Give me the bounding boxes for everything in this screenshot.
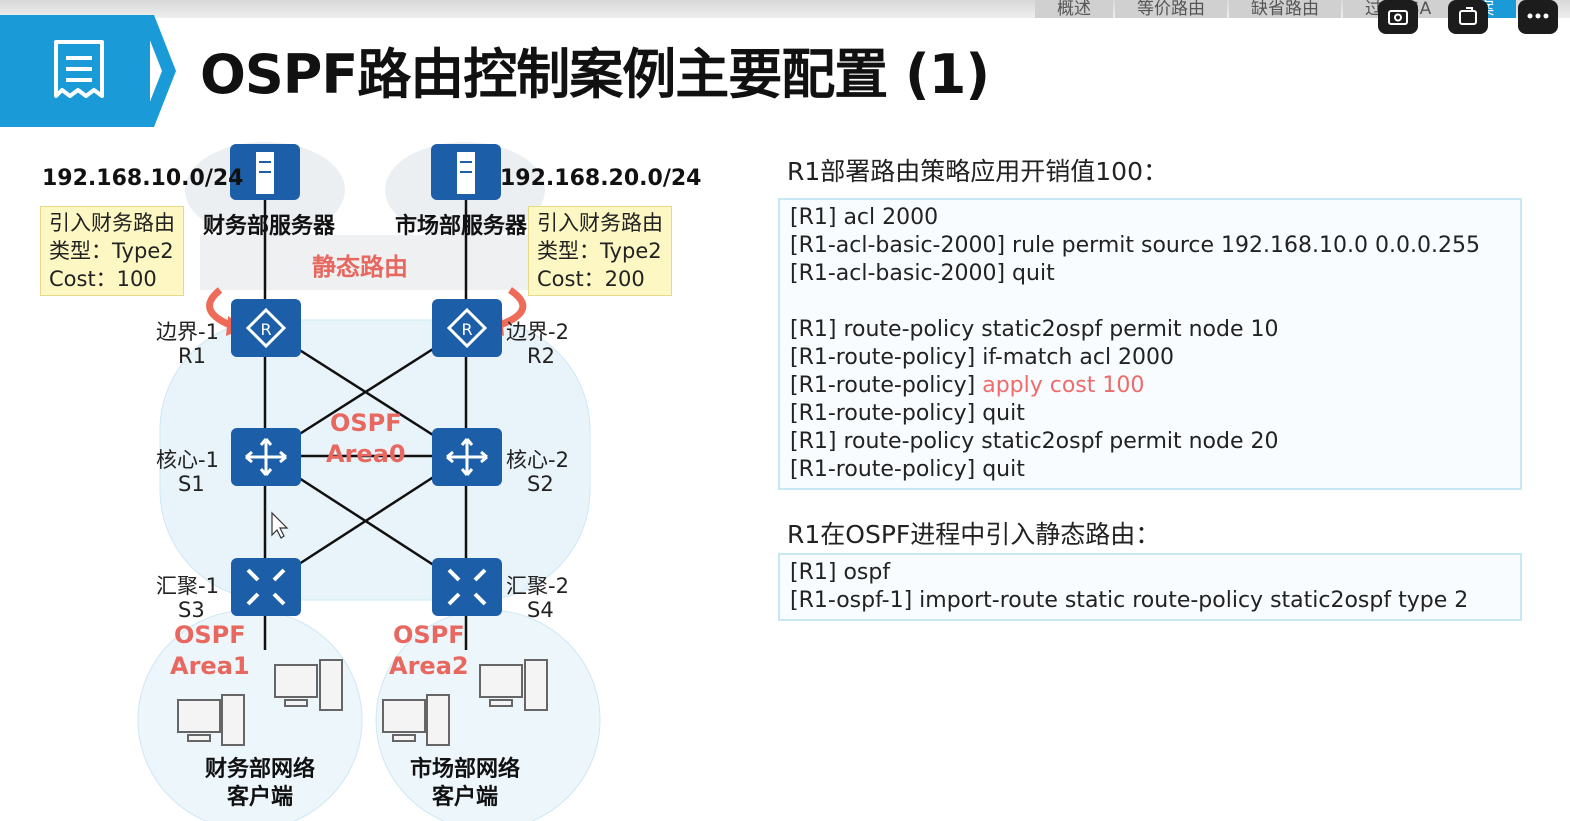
client-label-left: 财务部网络客户端 — [205, 757, 316, 810]
s4-role-label: 汇聚-2 — [506, 574, 569, 598]
static-route-label: 静态路由 — [312, 253, 408, 281]
area0-zone — [159, 319, 591, 601]
config-line: [R1-route-policy] quit — [790, 401, 1025, 426]
static-route-band — [200, 235, 530, 290]
nav-tab-default-route[interactable]: 缺省路由 — [1229, 0, 1341, 18]
more-icon[interactable] — [1518, 0, 1558, 34]
section2-title: R1在OSPF进程中引入静态路由： — [787, 520, 1161, 549]
config-box-2: [R1] ospf [R1-ospf-1] import-route stati… — [778, 553, 1522, 621]
client-label-right: 市场部网络客户端 — [410, 757, 521, 810]
s4-name-label: S4 — [527, 598, 554, 622]
breadcrumb-nav: 概述 等价路由 缺省路由 过滤LSA 案 — [1035, 0, 1518, 18]
r2-role-label: 边界-2 — [506, 320, 569, 344]
network-diagram: R R 192.168.10.0/24 192.168.20.0/24 财务部 — [0, 130, 720, 821]
banner-chevron — [140, 15, 176, 127]
s3-role-label: 汇聚-1 — [156, 574, 219, 598]
server-label-right: 市场部服务器 — [395, 214, 528, 239]
topology-graphics: R R — [137, 142, 601, 821]
network-right-ip: 192.168.20.0/24 — [500, 166, 702, 191]
config-line: [R1] route-policy static2ospf permit nod… — [790, 317, 1279, 342]
svg-text:R: R — [461, 320, 472, 339]
nav-tab-equal-cost[interactable]: 等价路由 — [1115, 0, 1227, 18]
s1-role-label: 核心-1 — [156, 448, 219, 472]
config-line: [R1-ospf-1] import-route static route-po… — [790, 588, 1469, 613]
s2-role-label: 核心-2 — [506, 448, 569, 472]
note-right: 引入财务路由 类型：Type2 Cost：200 — [528, 206, 672, 296]
apply-cost-highlight: apply cost 100 — [982, 373, 1145, 398]
page-title: OSPF路由控制案例主要配置 (1) — [200, 43, 990, 106]
import-arrow-left — [206, 287, 232, 329]
agg-switch-icon-s3 — [231, 558, 301, 616]
config-line: [R1-route-policy] if-match acl 2000 — [790, 345, 1175, 370]
config-box-1: [R1] acl 2000 [R1-acl-basic-2000] rule p… — [778, 198, 1522, 490]
server-label-left: 财务部服务器 — [203, 214, 336, 239]
r1-name-label: R1 — [178, 344, 206, 368]
document-icon — [54, 40, 104, 98]
camera-flip-icon[interactable] — [1378, 0, 1418, 34]
server-icon-right — [431, 144, 501, 200]
section1-title: R1部署路由策略应用开销值100： — [787, 157, 1168, 186]
agg-switch-icon-s4 — [432, 558, 502, 616]
r1-role-label: 边界-1 — [156, 320, 219, 344]
import-arrow-right — [498, 287, 527, 329]
mouse-cursor-icon — [271, 511, 289, 539]
config-line: [R1] ospf — [790, 560, 891, 585]
config-line: [R1-acl-basic-2000] rule permit source 1… — [790, 233, 1480, 258]
network-left-ip: 192.168.10.0/24 — [42, 166, 244, 191]
config-line: [R1-acl-basic-2000] quit — [790, 261, 1055, 286]
r2-name-label: R2 — [527, 344, 555, 368]
svg-text:R: R — [260, 320, 271, 339]
config-line: [R1-route-policy] quit — [790, 457, 1025, 482]
config-line: [R1] route-policy static2ospf permit nod… — [790, 429, 1279, 454]
note-left: 引入财务路由 类型：Type2 Cost：100 — [40, 206, 184, 296]
s3-name-label: S3 — [178, 598, 205, 622]
window-icon[interactable] — [1448, 0, 1488, 34]
client-pcs-left — [177, 659, 343, 746]
router-icon-r2: R — [432, 299, 502, 357]
config-line-blank — [790, 288, 1510, 316]
core-switch-icon-s1 — [231, 428, 301, 486]
core-switch-icon-s2 — [432, 428, 502, 486]
nav-tab-overview[interactable]: 概述 — [1035, 0, 1113, 18]
config-line: [R1] acl 2000 — [790, 205, 939, 230]
s2-name-label: S2 — [527, 472, 554, 496]
client-pcs-right — [382, 659, 548, 746]
router-icon-r1: R — [231, 299, 301, 357]
config-line-highlight: [R1-route-policy] apply cost 100 — [790, 373, 1145, 398]
server-icon-left — [230, 144, 300, 200]
s1-name-label: S1 — [178, 472, 205, 496]
